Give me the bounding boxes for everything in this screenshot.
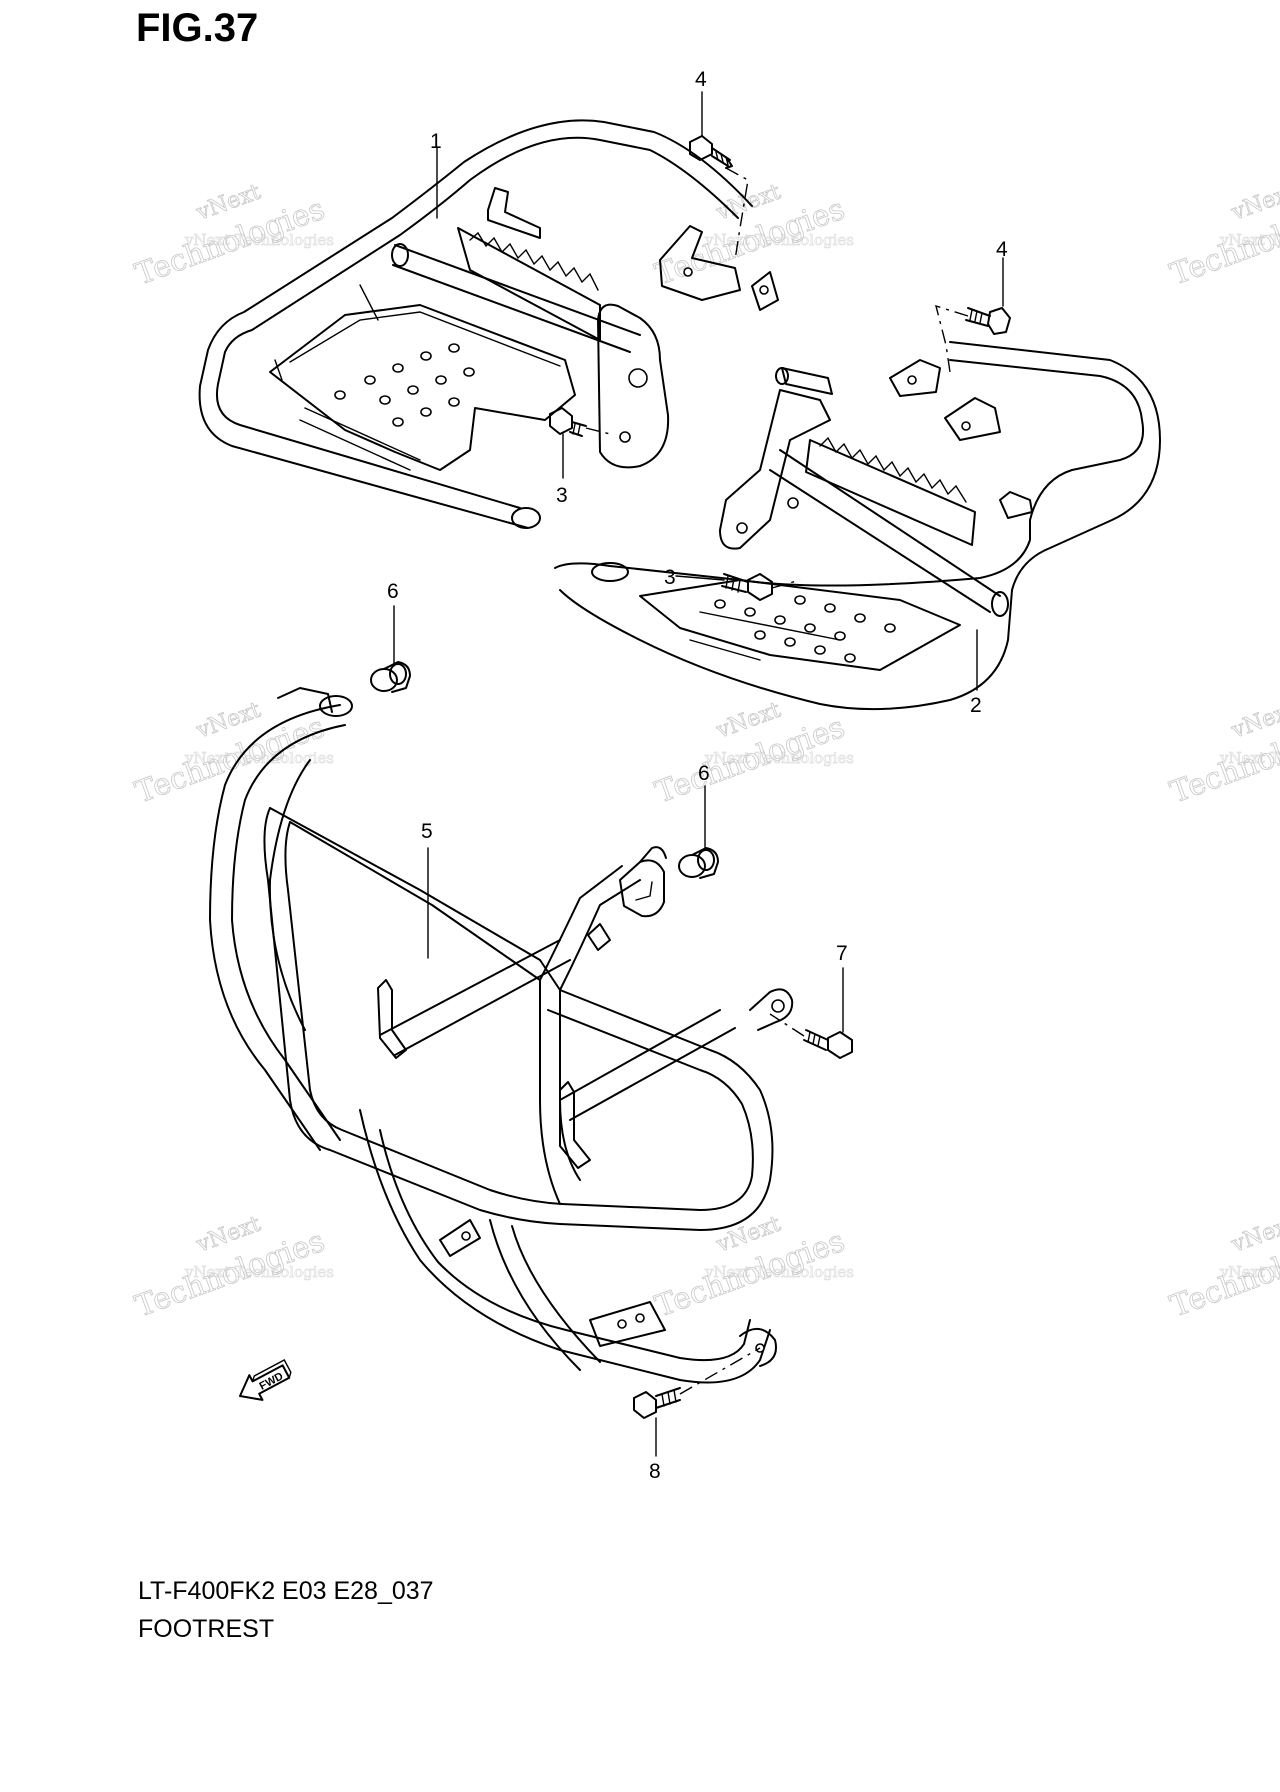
- part-5-front-guard: [209, 687, 794, 1384]
- right-deck-holes: [714, 595, 896, 663]
- watermark-company: vNext Technologies: [184, 1263, 334, 1281]
- watermark-company: vNext Technologies: [1219, 231, 1280, 249]
- watermark-brand: vNext: [1228, 1212, 1280, 1258]
- bolt-4-right: [965, 307, 1011, 335]
- grommet-6-lower: [678, 847, 719, 879]
- callout-6-lower: 6: [698, 762, 710, 785]
- part-1-left-footrest: [198, 119, 779, 529]
- part-2-right-footrest: [554, 341, 1161, 711]
- callout-8: 8: [649, 1460, 661, 1483]
- watermark-5: vNext Technologies vNext Technologies: [650, 697, 854, 811]
- callout-5: 5: [421, 820, 433, 843]
- grommet-6-upper: [370, 661, 411, 693]
- watermark-brand: vNext: [1228, 698, 1280, 744]
- callout-6-upper: 6: [387, 580, 399, 603]
- callout-4-right: 4: [996, 238, 1008, 261]
- callout-3-right: 3: [664, 566, 676, 589]
- bolt-3-right: [721, 573, 773, 601]
- callout-4-upper: 4: [695, 68, 707, 91]
- watermark-1: vNext Technologies vNext Technologies: [130, 179, 334, 293]
- watermark-company: vNext Technologies: [1219, 749, 1280, 767]
- callout-labels: 1 2 3 3 4 4 5 6 6 7 8: [387, 68, 1008, 1483]
- leader-lines: [393, 91, 1004, 1457]
- figure-title: FIG.37: [136, 6, 259, 50]
- fwd-label: FWD: [258, 1370, 286, 1392]
- callout-3-left: 3: [556, 484, 568, 507]
- bolt-7: [803, 1029, 853, 1059]
- watermark-brand: vNext: [1228, 180, 1280, 226]
- bolt-4-upper: [689, 135, 733, 169]
- watermark-company: vNext Technologies: [704, 231, 854, 249]
- watermark-3: vNext Technologies vNext Technologies: [1165, 179, 1280, 293]
- bolt-3-left: [549, 407, 587, 437]
- watermark-company: vNext Technologies: [704, 1263, 854, 1281]
- watermark-company: vNext Technologies: [1219, 1263, 1280, 1281]
- callout-7: 7: [836, 942, 848, 965]
- watermark-9: vNext Technologies vNext Technologies: [1165, 1211, 1280, 1325]
- section-name: FOOTREST: [138, 1615, 275, 1643]
- watermark-company: vNext Technologies: [184, 231, 334, 249]
- bolt-8: [633, 1387, 681, 1419]
- fwd-direction-marker: FWD: [239, 1359, 292, 1401]
- model-code: LT-F400FK2 E03 E28_037: [138, 1577, 434, 1605]
- watermark-6: vNext Technologies vNext Technologies: [1165, 697, 1280, 811]
- callout-1: 1: [430, 130, 442, 153]
- left-deck-holes: [334, 343, 475, 427]
- arrow-left-down-icon: [239, 1364, 291, 1401]
- watermark-group: vNext Technologies vNext Technologies vN…: [130, 179, 1280, 1325]
- watermark-company: vNext Technologies: [704, 749, 854, 767]
- watermark-7: vNext Technologies vNext Technologies: [130, 1211, 334, 1325]
- watermark-company: vNext Technologies: [184, 749, 334, 767]
- callout-2: 2: [970, 694, 982, 717]
